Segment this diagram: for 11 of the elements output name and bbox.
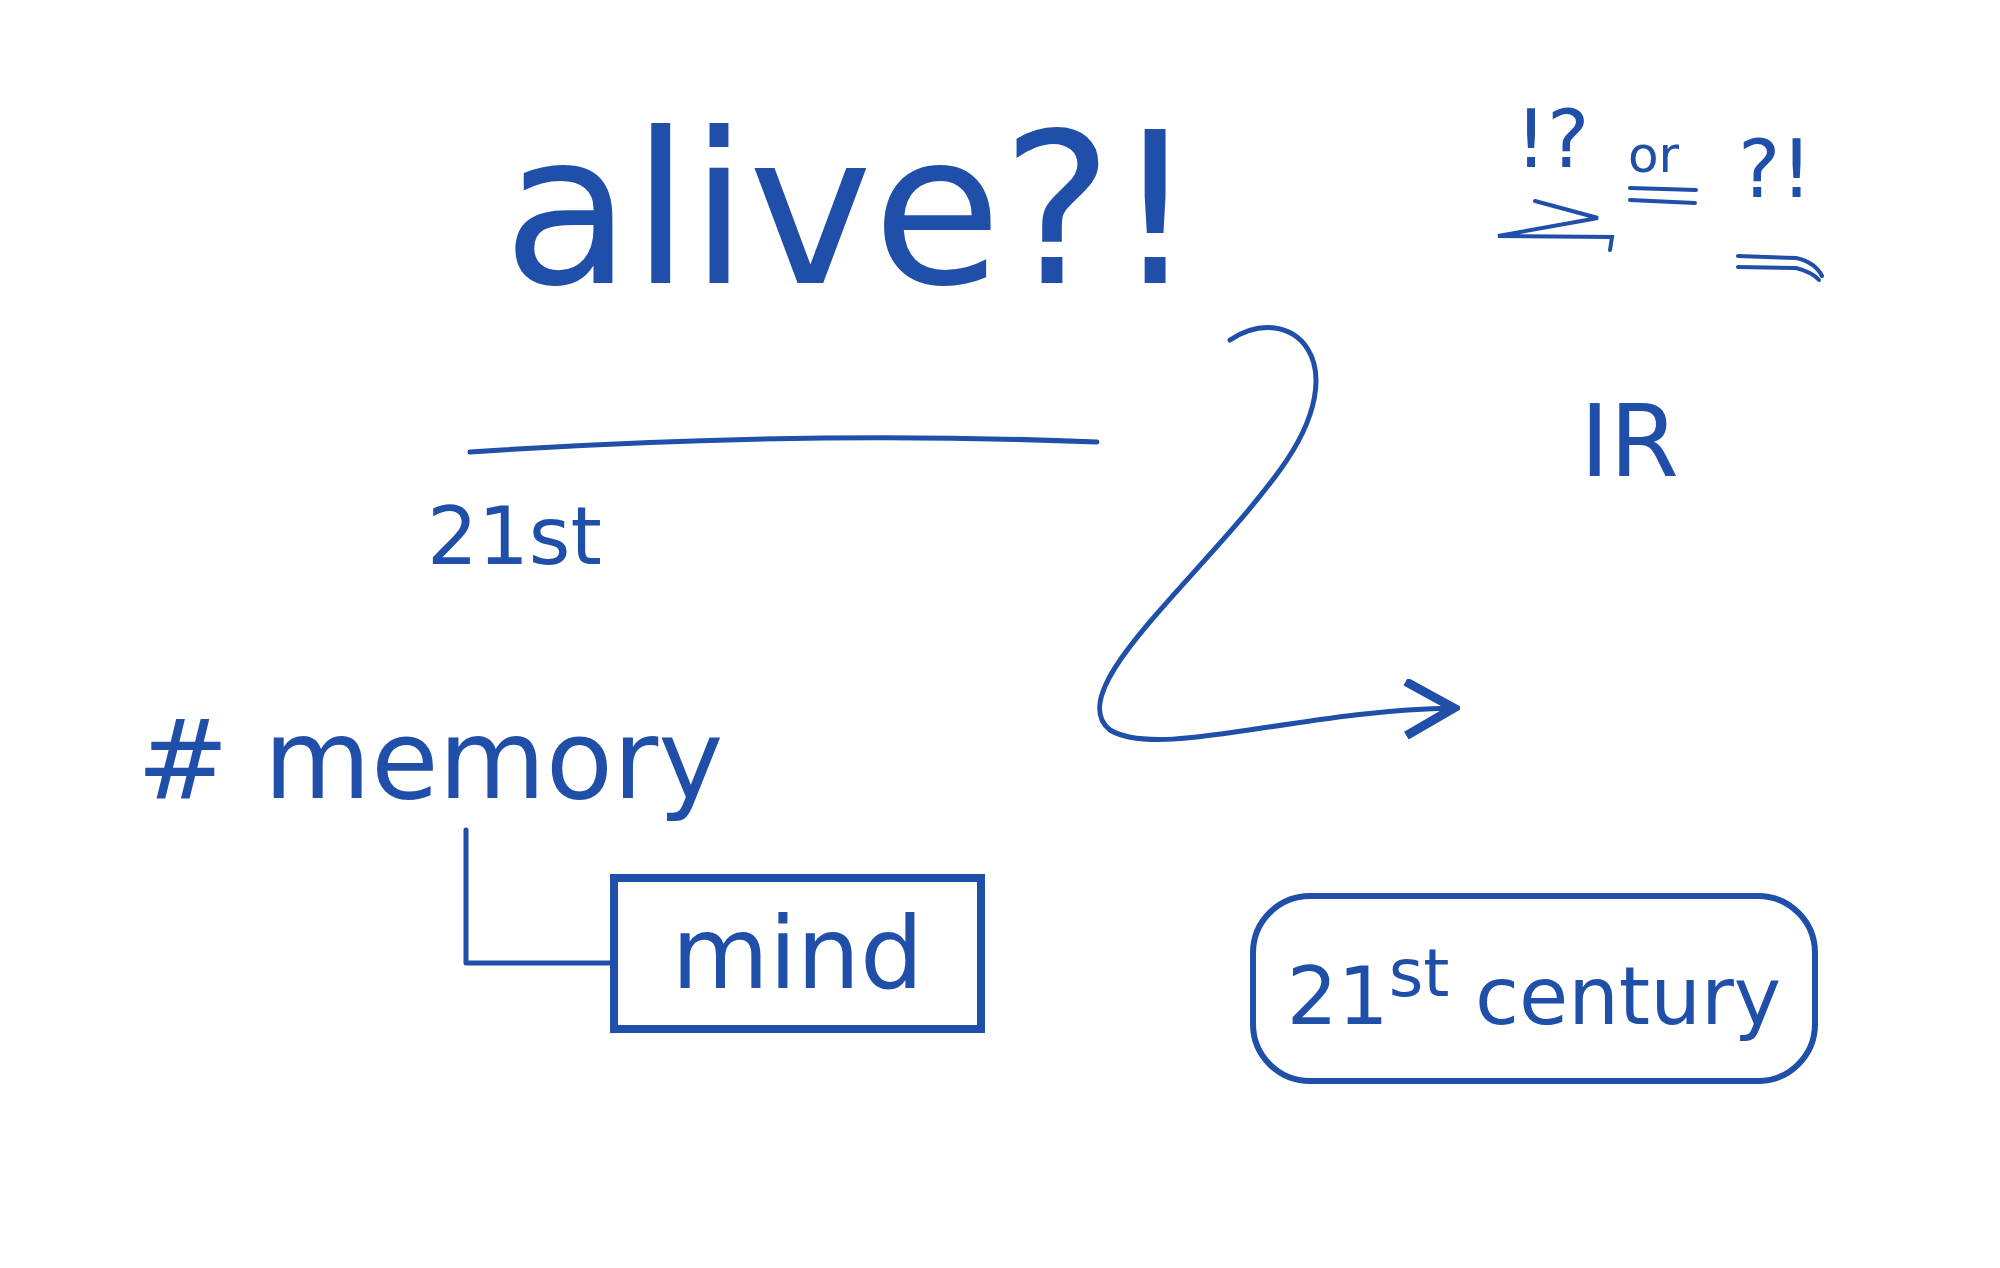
punctuation-text: ?!: [1738, 130, 1813, 210]
curved-arrow: [1097, 325, 1459, 742]
rounded-box: 21$^{st}$ century: [1250, 893, 1818, 1084]
symbol-text: IR: [1580, 392, 1679, 492]
hashtag-text: # memory: [70, 690, 790, 830]
punctuation-text: !?: [1515, 100, 1590, 180]
note-text: 21st: [427, 497, 602, 577]
connector-line: [463, 827, 613, 966]
boxed-word: mind: [610, 874, 985, 1033]
title-word: alive?!: [470, 40, 1230, 380]
note-text: or: [1628, 130, 1680, 180]
